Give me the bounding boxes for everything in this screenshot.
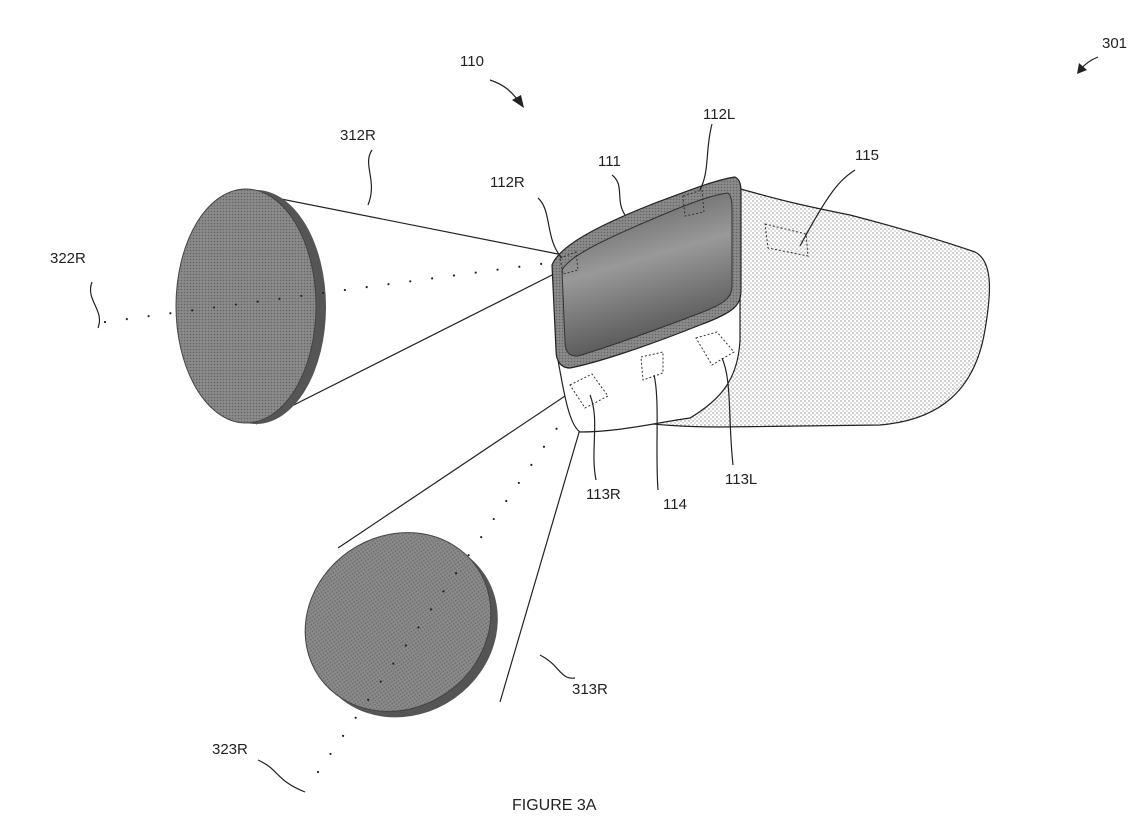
upper-optical-axis xyxy=(103,260,557,324)
label-114: 114 xyxy=(663,496,687,513)
label-115: 115 xyxy=(855,147,879,164)
sensors-lens xyxy=(559,189,705,275)
sensor-115 xyxy=(764,223,809,257)
arrow-301-icon xyxy=(1077,56,1099,74)
label-112L: 112L xyxy=(703,106,735,123)
label-113R: 113R xyxy=(586,486,621,503)
label-110: 110 xyxy=(460,53,484,70)
arrow-110-icon xyxy=(489,79,524,108)
label-313R: 313R xyxy=(572,681,608,698)
sensors-front xyxy=(569,331,735,409)
figure-caption: FIGURE 3A xyxy=(512,797,597,814)
leader-lines xyxy=(89,123,856,793)
label-322R: 322R xyxy=(50,250,86,267)
lower-display-cone xyxy=(304,385,591,774)
upper-display-cone xyxy=(103,188,563,425)
label-312R: 312R xyxy=(340,127,376,144)
label-113L: 113L xyxy=(725,471,757,488)
label-301: 301 xyxy=(1102,35,1127,52)
front-housing xyxy=(557,294,741,433)
label-111: 111 xyxy=(598,153,621,170)
lower-disc xyxy=(304,532,492,712)
upper-disc xyxy=(175,188,317,424)
label-112R: 112R xyxy=(490,174,525,191)
lens-111 xyxy=(561,192,733,357)
label-323R: 323R xyxy=(212,741,248,758)
